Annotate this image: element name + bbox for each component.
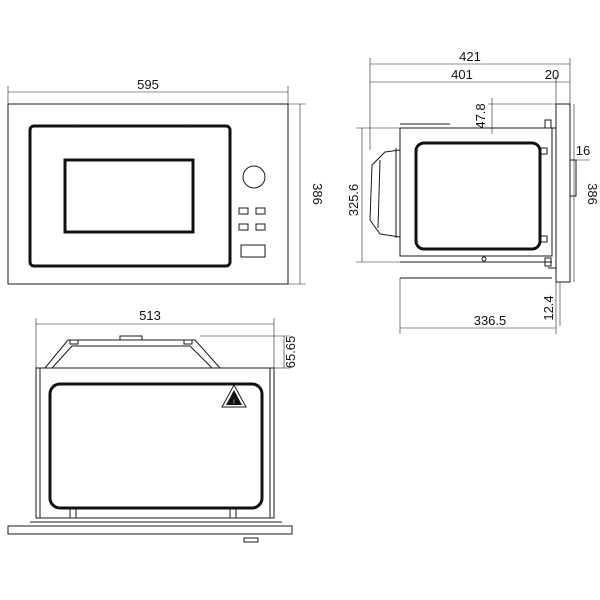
side-base-foot (481, 256, 487, 262)
side-12-label: 12.4 (541, 295, 556, 320)
side-336-label: 336.5 (474, 313, 507, 328)
side-view: 421 401 20 47.8 16 386 325.6 336.5 12.4 (346, 49, 600, 334)
front-door-glass (28, 124, 232, 268)
side-325-label: 325.6 (346, 184, 361, 217)
front-width-label: 595 (137, 77, 159, 92)
side-386-label: 386 (585, 183, 600, 205)
warning-symbol: ! (233, 400, 235, 406)
front-outer-frame (7, 103, 289, 285)
side-door-handle (369, 149, 401, 238)
front-height-label: 386 (310, 183, 325, 205)
side-20-label: 20 (545, 67, 559, 82)
top-base-foot (243, 537, 259, 543)
door-release-button (240, 244, 266, 258)
top-dome-mark (183, 339, 193, 345)
side-door-handle-inner (377, 159, 381, 229)
top-inner-door (48, 382, 264, 510)
top-65-label: 65.65 (283, 336, 298, 369)
top-view: ! 513 65.65 (7, 308, 298, 543)
top-513-label: 513 (139, 308, 161, 323)
side-mount-frame (555, 103, 571, 283)
top-base-plate (7, 525, 293, 535)
side-421-label: 421 (459, 49, 481, 64)
control-knob-icon (242, 165, 266, 189)
mount-pin (544, 119, 552, 129)
side-47-label: 47.8 (473, 103, 488, 128)
control-button (238, 223, 249, 231)
front-inner-window (63, 158, 195, 234)
control-button (255, 223, 266, 231)
side-16-label: 16 (576, 143, 590, 158)
side-401-label: 401 (451, 67, 473, 82)
control-button (238, 207, 249, 215)
mount-pin (540, 147, 548, 155)
side-inner-chamber (414, 141, 542, 251)
top-dome-mark (69, 339, 79, 345)
top-dome-cap (119, 335, 143, 341)
top-dome-inner (51, 345, 213, 369)
side-body (399, 127, 553, 257)
control-button (255, 207, 266, 215)
mount-pin (540, 235, 548, 243)
top-body (35, 367, 275, 519)
warning-triangle-inner (226, 390, 242, 405)
front-view: 595 386 (7, 77, 325, 285)
side-mount-lip (569, 159, 577, 197)
warning-triangle-icon (221, 383, 247, 408)
